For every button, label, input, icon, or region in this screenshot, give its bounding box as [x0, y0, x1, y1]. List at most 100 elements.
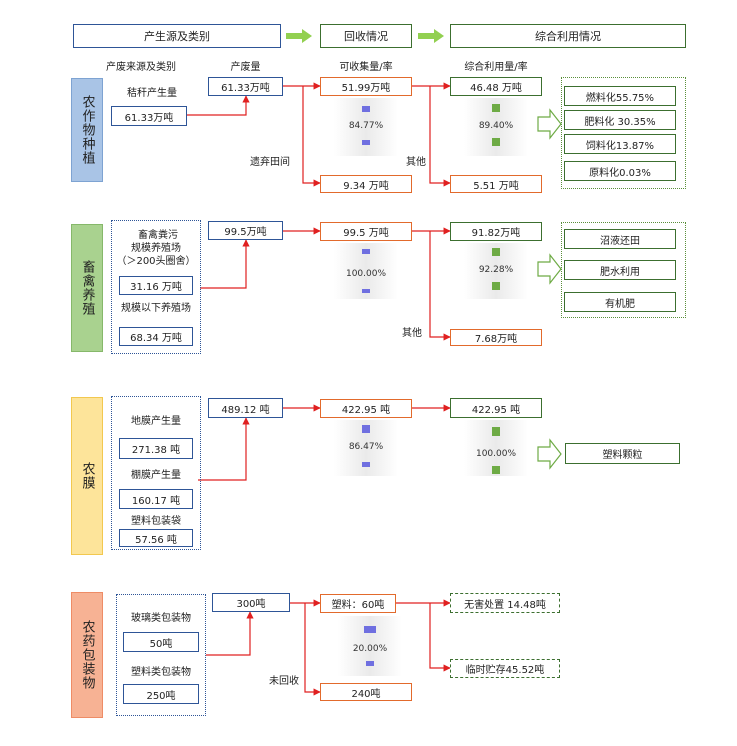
film-shed-value-text: 160.17 吨: [131, 495, 181, 507]
crop-collect-rate: 84.77%: [348, 121, 384, 131]
crop-utilize-rate-bar-bottom: [492, 138, 500, 146]
col-label-source: 产废来源及类别: [106, 62, 176, 73]
livestock-amount: 99.5万吨: [208, 221, 283, 240]
crop-collect-rate-bar-top: [362, 106, 370, 112]
livestock-use-2-text: 肥水利用: [600, 266, 640, 278]
livestock-collect-rate: 100.00%: [345, 269, 387, 279]
pesticide-collect-rate-bar-top: [364, 626, 376, 633]
crop-abandon-arrow: [302, 86, 321, 187]
film-collect-rate-bar-bottom: [362, 462, 370, 467]
livestock-collect-rate-bar-bottom: [362, 289, 370, 293]
pesticide-plastic-title: 塑料类包装物: [131, 667, 191, 678]
header-source-category: 产生源及类别: [73, 24, 281, 48]
pesticide-harmless-text: 无害处置 14.48吨: [464, 599, 546, 611]
crop-use-2-text: 肥料化 30.35%: [584, 116, 656, 128]
film-bag-value-text: 57.56 吨: [135, 534, 177, 546]
film-source-panel: [111, 396, 201, 550]
film-source-arrow: [198, 417, 250, 481]
crop-use-1: 燃料化55.75%: [564, 86, 676, 106]
livestock-large-value-text: 31.16 万吨: [130, 282, 182, 293]
film-collect: 422.95 吨: [320, 399, 412, 418]
livestock-use-1-text: 沼液还田: [600, 235, 640, 247]
film-collect-rate-bar-top: [362, 425, 370, 433]
film-collect-rate-panel: 86.47%: [334, 420, 398, 476]
pesticide-glass-value: 50吨: [123, 632, 199, 652]
film-shed-value: 160.17 吨: [119, 489, 193, 509]
film-utilize-rate: 100.00%: [475, 449, 517, 459]
pesticide-collect-rate-bar-bottom: [366, 661, 374, 666]
livestock-source-arrow: [200, 239, 250, 289]
film-utilize-rate-bar-bottom: [492, 466, 500, 474]
film-bag-value: 57.56 吨: [119, 529, 193, 547]
crop-collect-rate-panel: 84.77%: [334, 98, 398, 156]
crop-other-text: 5.51 万吨: [473, 180, 519, 192]
crop-other-arrow: [429, 86, 451, 187]
col-label-collect: 可收集量/率: [339, 62, 393, 73]
crop-utilize-rate: 89.40%: [478, 121, 514, 131]
pesticide-temp-storage-text: 临时贮存45.52吨: [465, 665, 545, 676]
crop-other: 5.51 万吨: [450, 175, 542, 193]
livestock-utilize: 91.82万吨: [450, 222, 542, 241]
livestock-small-title: 规模以下养殖场: [121, 303, 191, 314]
header-recovery: 回收情况: [320, 24, 412, 48]
crop-uses-panel: [561, 77, 686, 189]
pesticide-collect-rate-panel: 20.00%: [338, 616, 402, 676]
crop-utilize-rate-bar-top: [492, 104, 500, 112]
pesticide-harmless: 无害处置 14.48吨: [450, 593, 560, 613]
crop-utilize-text: 46.48 万吨: [470, 83, 522, 94]
crop-use-3: 饲料化13.87%: [564, 134, 676, 154]
livestock-collect-rate-panel: 100.00%: [334, 243, 398, 299]
film-side-label: 农膜: [71, 397, 103, 555]
film-utilize-rate-panel: 100.00%: [464, 420, 528, 476]
pesticide-uncollected-label: 未回收: [269, 676, 299, 687]
crop-abandon-text: 9.34 万吨: [343, 180, 389, 192]
livestock-use-1: 沼液还田: [564, 229, 676, 249]
pesticide-glass-title: 玻璃类包装物: [131, 613, 191, 624]
pesticide-collect-rate: 20.00%: [352, 644, 388, 654]
livestock-small-value: 68.34 万吨: [119, 327, 193, 346]
livestock-use-2: 肥水利用: [564, 260, 676, 280]
film-ground-value: 271.38 吨: [119, 438, 193, 459]
film-collect-rate: 86.47%: [348, 442, 384, 452]
film-utilize-text: 422.95 吨: [471, 404, 521, 416]
film-use-1: 塑料颗粒: [565, 443, 680, 464]
livestock-uses-arrow: [537, 253, 562, 285]
crop-amount: 61.33万吨: [208, 77, 283, 96]
film-bag-title: 塑料包装袋: [131, 516, 181, 527]
livestock-utilize-rate-panel: 92.28%: [464, 243, 528, 299]
crop-side-label: 农作物种植: [71, 78, 103, 182]
pesticide-temp-storage: 临时贮存45.52吨: [450, 659, 560, 678]
col-label-amount: 产废量: [230, 62, 261, 73]
film-utilize-rate-bar-top: [492, 427, 500, 436]
film-utilize: 422.95 吨: [450, 398, 542, 418]
crop-other-label: 其他: [406, 157, 426, 168]
pesticide-storage-arrow: [429, 603, 451, 672]
crop-source-arrow: [187, 95, 250, 116]
livestock-other: 7.68万吨: [450, 329, 542, 346]
crop-source-value-text: 61.33万吨: [124, 112, 174, 124]
film-ground-title: 地膜产生量: [131, 416, 181, 427]
pesticide-collect: 塑料：60吨: [320, 594, 396, 613]
header-recovery-label: 回收情况: [344, 30, 388, 43]
film-collect-text: 422.95 吨: [341, 405, 391, 416]
crop-use-4-text: 原料化0.03%: [589, 167, 651, 179]
header-arrow-2: [418, 29, 444, 43]
pesticide-amount: 300吨: [212, 593, 290, 612]
header-utilization: 综合利用情况: [450, 24, 686, 48]
col-label-utilize: 综合利用量/率: [464, 62, 528, 73]
pesticide-amount-text: 300吨: [236, 599, 266, 610]
crop-collect: 51.99万吨: [320, 77, 412, 96]
film-ground-value-text: 271.38 吨: [131, 445, 181, 456]
film-amount-text: 489.12 吨: [221, 404, 270, 416]
livestock-utilize-rate-bar-bottom: [492, 282, 500, 290]
pesticide-source-arrow: [206, 611, 254, 656]
film-shed-title: 棚膜产生量: [131, 470, 181, 481]
livestock-large-title: 规模养殖场 （＞200头圈舍）: [116, 243, 196, 267]
pesticide-side-label: 农药包装物: [71, 592, 103, 718]
crop-collect-rate-bar-bottom: [362, 140, 370, 145]
livestock-use-3-text: 有机肥: [605, 298, 635, 310]
livestock-utilize-rate-bar-top: [492, 248, 500, 256]
livestock-utilize-text: 91.82万吨: [471, 228, 521, 239]
crop-collect-text: 51.99万吨: [341, 83, 391, 94]
header-utilization-label: 综合利用情况: [535, 30, 601, 43]
